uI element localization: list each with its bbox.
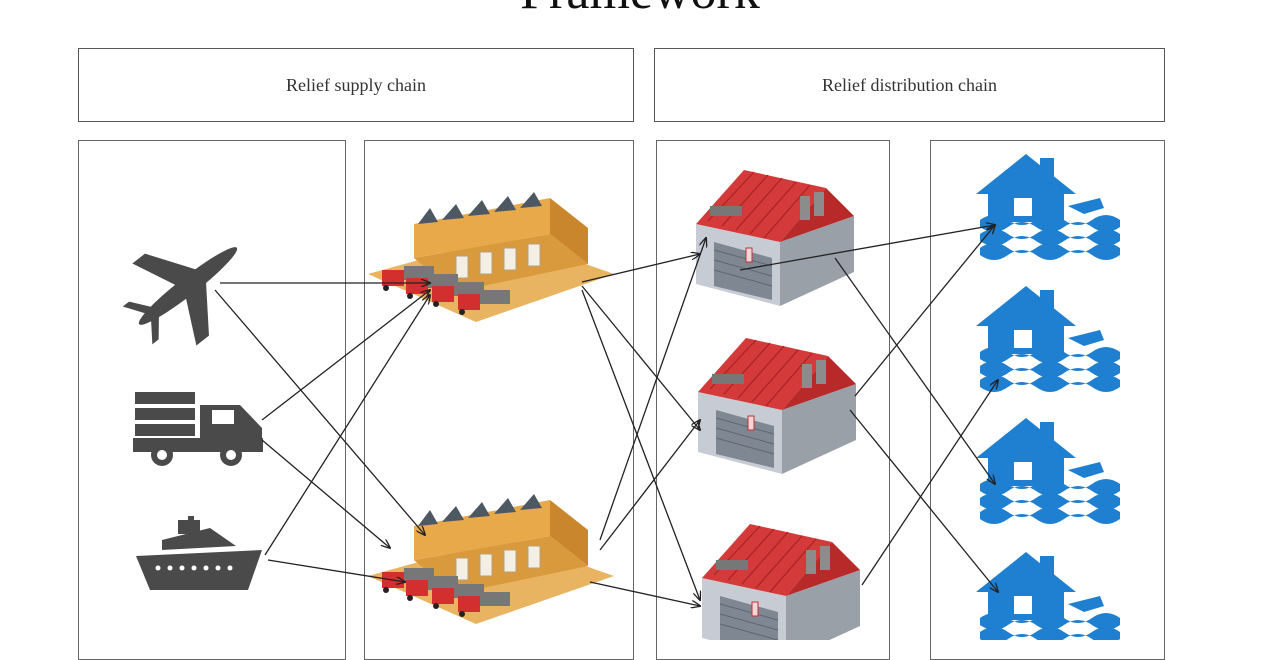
arrow [850,410,998,592]
arrow [862,380,998,585]
diagram-canvas [0,0,1280,640]
flooded-house-icon [976,552,1120,640]
arrow [582,290,700,600]
arrow [262,290,430,420]
depot-icon [696,170,854,306]
arrow [600,420,700,550]
warehouse-icon [368,192,614,322]
arrow [582,286,700,430]
arrow [265,295,430,555]
flooded-house-icon [976,286,1120,392]
truck-icon [133,392,263,466]
arrow [600,238,706,540]
arrow [268,560,405,582]
arrow [590,582,700,606]
arrow [262,440,390,548]
arrow [835,258,995,484]
airplane-icon [106,207,269,367]
depot-icon [702,524,860,640]
flooded-house-icon [976,418,1120,524]
transfer-arrows [582,238,706,606]
ship-icon [136,516,262,590]
arrow [855,225,995,396]
arrow [582,254,700,282]
flooded-house-icon [976,154,1120,260]
depot-icon [698,338,856,474]
warehouse-icon [368,494,614,624]
